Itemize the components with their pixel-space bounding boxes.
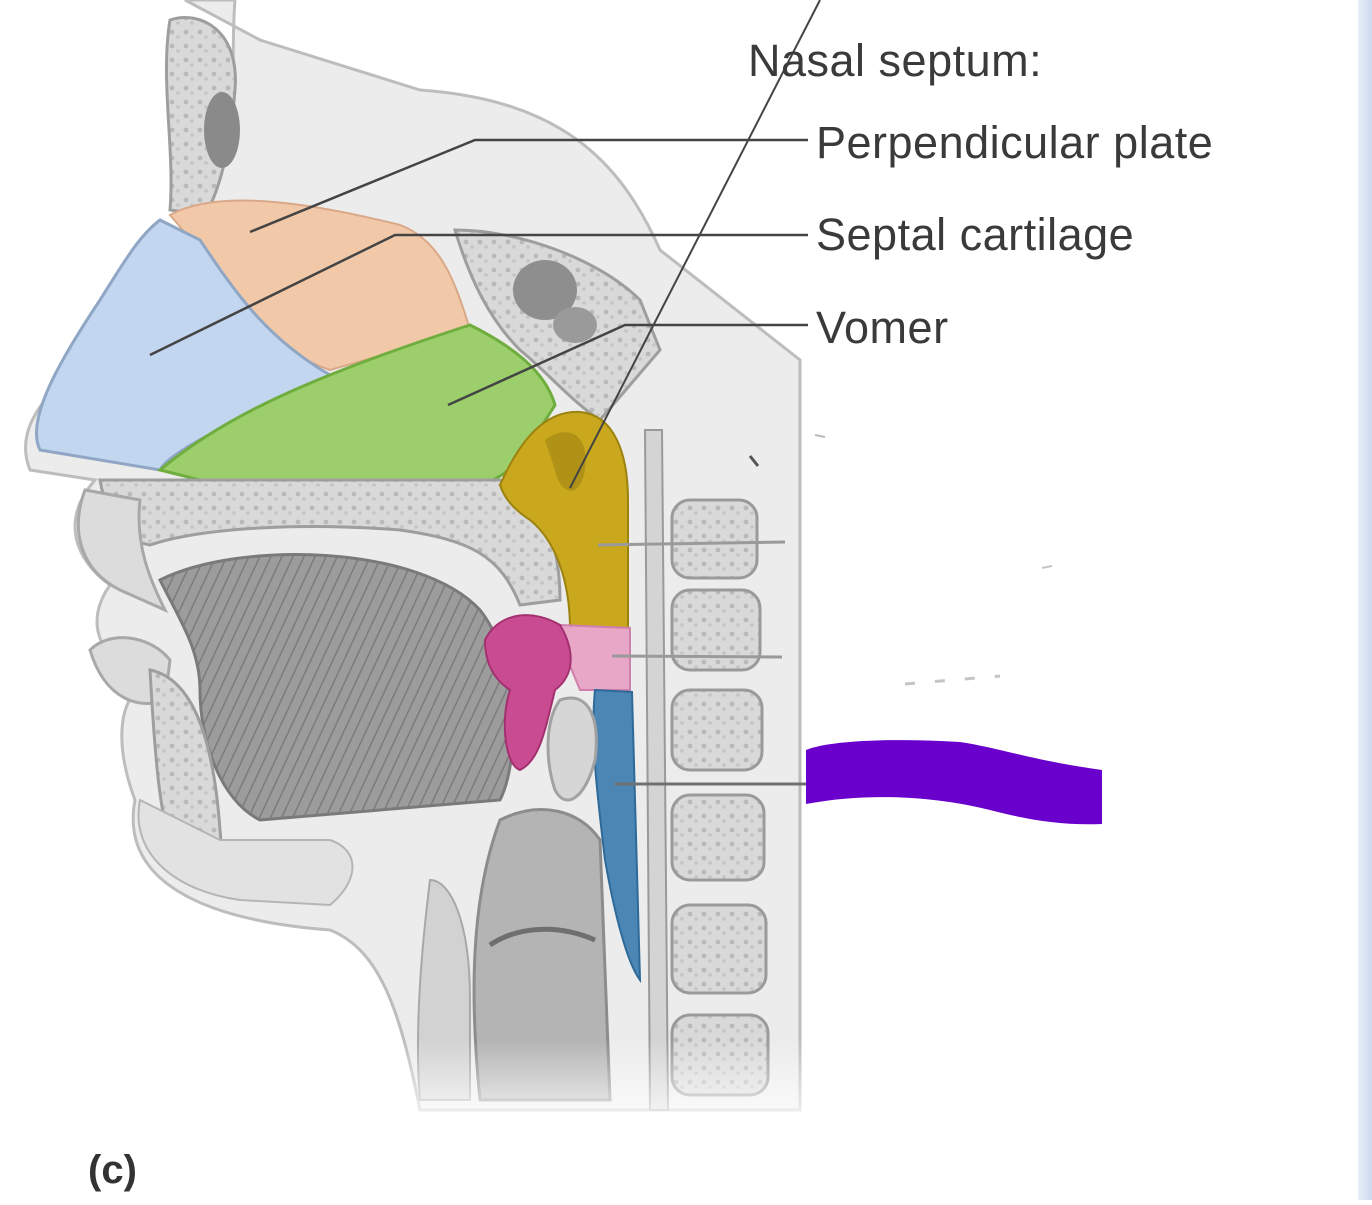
sphenoid-sinus (513, 260, 577, 320)
leader-nasopharynx (597, 540, 786, 547)
vertebra (670, 793, 766, 882)
leader-perpendicular-plate (249, 138, 808, 234)
faint-mark (904, 674, 1001, 686)
nasopharynx-region (498, 410, 629, 631)
tongue (157, 553, 515, 822)
vertebra (670, 903, 768, 995)
leader-upper-diagonal (569, 0, 821, 489)
leader-vomer (447, 323, 808, 407)
redaction-mark (806, 740, 1102, 825)
nasal-septum-heading: Nasal septum: (748, 35, 1043, 86)
chin-soft-tissue (137, 798, 354, 907)
bottom-fade (0, 1040, 820, 1140)
vocal-fold (488, 926, 596, 948)
window-right-edge (1358, 0, 1372, 1200)
faint-mark (748, 455, 760, 467)
leader-lines (149, 0, 821, 786)
vertebra (670, 498, 759, 580)
sphenoid-sinus-2 (553, 307, 597, 343)
septal-cartilage-label: Septal cartilage (816, 209, 1135, 260)
faint-mark (1041, 565, 1053, 569)
leader-septal-cartilage (149, 233, 808, 357)
vertebra (670, 688, 764, 772)
vomer-label: Vomer (816, 302, 949, 353)
vertebra (670, 588, 762, 672)
faint-mark (814, 434, 826, 438)
upper-lip (77, 488, 169, 614)
frontal-sinus (204, 92, 240, 168)
soft-palate (483, 614, 572, 772)
panel-letter: (c) (88, 1148, 137, 1192)
epiglottis (546, 696, 598, 802)
leader-oropharynx (611, 654, 783, 659)
perpendicular-plate-label: Perpendicular plate (816, 117, 1214, 168)
